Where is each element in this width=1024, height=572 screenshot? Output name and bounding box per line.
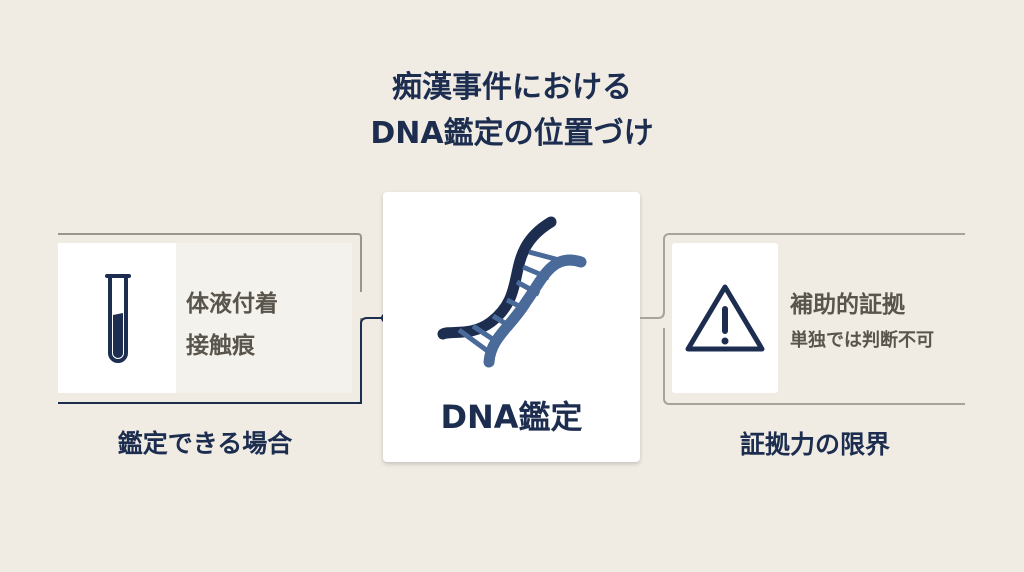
left-bracket [58,233,362,404]
title-line-2: DNA鑑定の位置づけ [370,116,654,151]
right-subtext: 単独では判断不可 [790,330,934,351]
left-label: 鑑定できる場合 [117,429,293,458]
right-label: 証拠力の限界 [739,430,890,459]
dna-icon [437,216,587,368]
left-item-2: 接触痕 [186,333,255,359]
right-connector [640,300,668,340]
left-item-1: 体液付着 [186,291,278,317]
left-icon-box [58,243,176,393]
title-line-1: 痴漢事件における [392,70,632,105]
bracket-gap [358,292,366,318]
right-heading: 補助的証拠 [790,292,905,318]
center-card: DNA鑑定 [383,192,640,462]
warning-icon [685,284,765,352]
center-label: DNA鑑定 [440,398,583,436]
left-bracket-bottom [58,402,362,404]
right-icon-box [672,243,778,393]
test-tube-icon [105,274,131,363]
